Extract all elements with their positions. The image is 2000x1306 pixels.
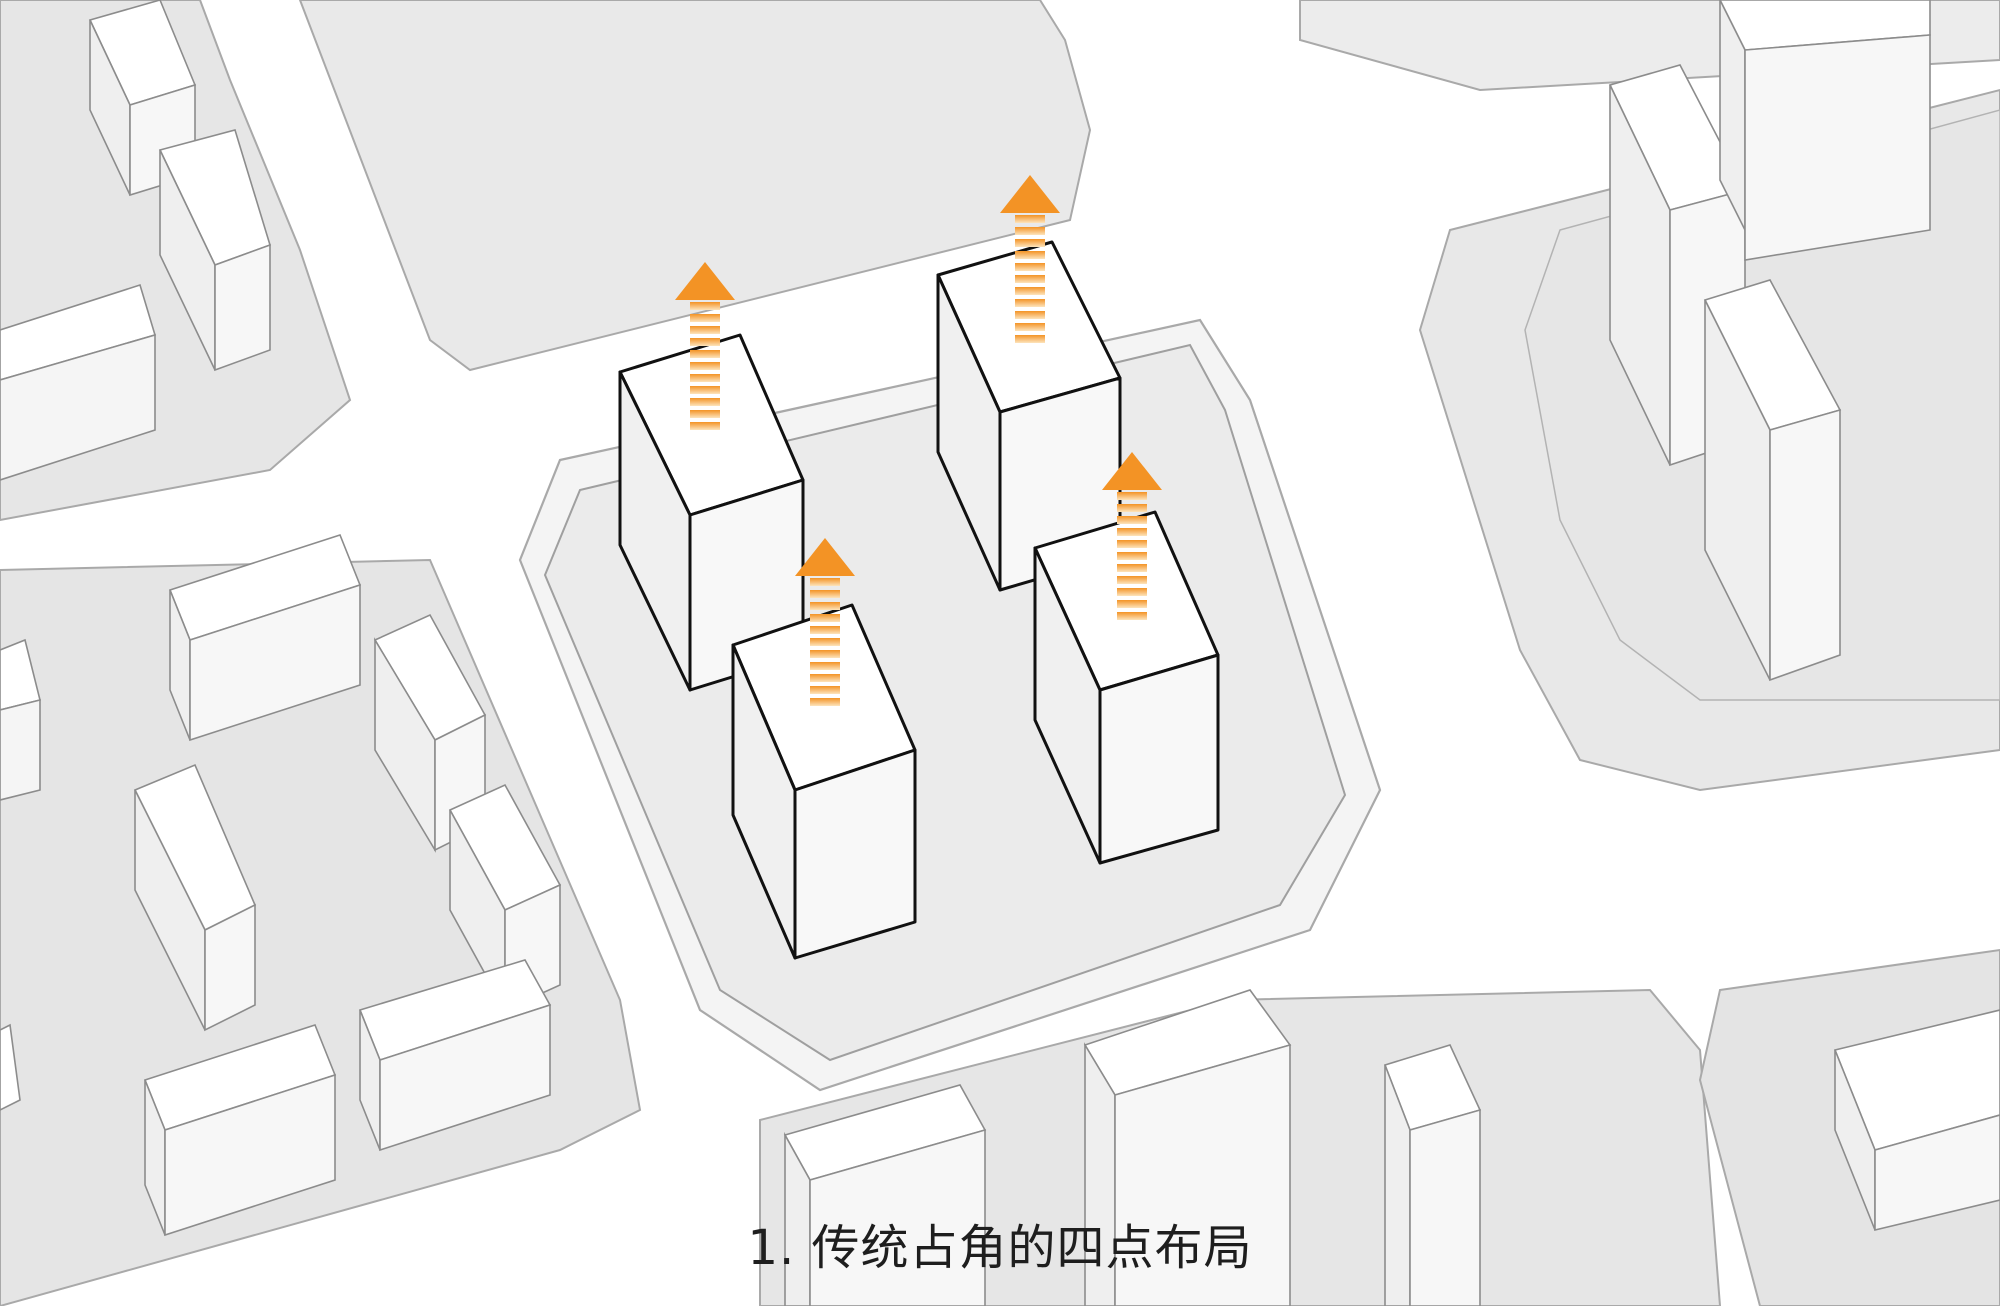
upward-arrow-icon	[675, 262, 735, 430]
tower-se	[1033, 510, 1220, 865]
upward-arrow-icon	[1000, 175, 1060, 343]
upward-arrow-icon	[795, 538, 855, 706]
diagram-caption: 1. 传统占角的四点布局	[747, 1220, 1253, 1276]
tower-sw	[731, 603, 917, 960]
context-building	[143, 1024, 337, 1237]
context-building	[0, 1023, 21, 1111]
context-building	[1833, 1009, 2000, 1232]
context-building	[0, 638, 41, 801]
context-building	[0, 283, 156, 481]
context-building	[158, 129, 271, 372]
context-building	[358, 959, 552, 1152]
context-building	[88, 0, 197, 197]
context-building	[783, 1084, 987, 1306]
context-building	[133, 763, 257, 1032]
plot-north	[298, 0, 1092, 372]
upward-arrow-icon	[1102, 452, 1162, 620]
context-building	[1703, 279, 1842, 682]
context-building	[1719, 0, 1931, 261]
context-building	[168, 534, 362, 742]
context-building	[1383, 1044, 1482, 1306]
context-building	[1083, 989, 1292, 1306]
